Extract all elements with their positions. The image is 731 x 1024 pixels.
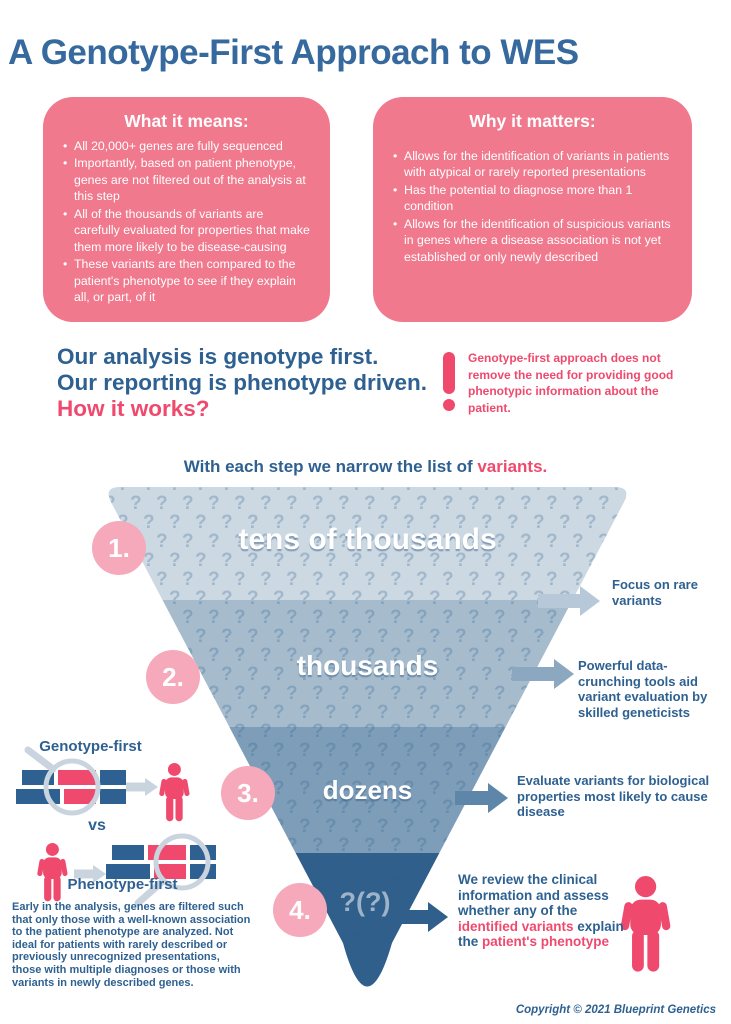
patient-person-icon [620, 876, 672, 972]
exclamation-icon [443, 352, 455, 394]
why-it-matters-box: Why it matters: Allows for the identific… [373, 97, 692, 322]
magnifier-icon [134, 833, 211, 907]
page-title: A Genotype-First Approach to WES [8, 33, 579, 73]
bullet-item: All of the thousands of variants are car… [63, 206, 310, 255]
note-segment: identified variants [458, 918, 574, 934]
phenotype-first-label: Phenotype-first [67, 876, 178, 893]
what-it-means-box: What it means: All 20,000+ genes are ful… [43, 97, 330, 322]
what-it-means-list: All 20,000+ genes are fully sequencedImp… [63, 138, 310, 306]
tier1-label: tens of thousands [238, 523, 497, 556]
comparison-description: Early in the analysis, genes are filtere… [12, 901, 251, 989]
step3-arrow-icon [455, 783, 508, 813]
step3-note: Evaluate variants for biological propert… [517, 773, 710, 819]
bullet-item: These variants are then compared to the … [63, 256, 310, 305]
why-it-matters-title: Why it matters: [469, 111, 596, 131]
step1-arrow-icon [538, 586, 600, 616]
step2-badge: 2. [146, 650, 200, 704]
funnel-heading: With each step we narrow the list of var… [0, 457, 731, 477]
tier2-label: thousands [296, 650, 439, 681]
step2-note: Powerful data-crunching tools aid varian… [578, 658, 708, 720]
bullet-item: Has the potential to diagnose more than … [393, 182, 672, 215]
statement-line-3: How it works? [57, 396, 210, 421]
bullet-item: Importantly, based on patient phenotype,… [63, 155, 310, 204]
note-segment: patient's phenotype [482, 934, 609, 949]
step1-note: Focus on rare variants [612, 577, 698, 608]
statement-block: Our analysis is genotype first. Our repo… [57, 344, 437, 422]
bullet-item: Allows for the identification of variant… [393, 148, 672, 181]
genotype-arrow-icon [126, 778, 158, 796]
statement-line-2: Our reporting is phenotype driven. [57, 370, 428, 395]
step4-note: We review the clinical information and a… [458, 872, 626, 950]
genotype-dna-bricks [16, 746, 126, 816]
funnel-heading-accent: variants. [477, 457, 548, 476]
what-it-means-title: What it means: [124, 111, 249, 131]
tier4-label: ?(?) [339, 887, 391, 917]
statement-line-1: Our analysis is genotype first. [57, 344, 379, 369]
why-it-matters-list: Allows for the identification of variant… [393, 148, 672, 265]
phenotype-arrow-icon [74, 865, 106, 883]
note-segment: We review the clinical information and a… [458, 872, 609, 918]
step4-badge: 4. [273, 883, 327, 937]
step2-arrow-icon [512, 659, 574, 689]
genotype-first-label: Genotype-first [39, 738, 142, 755]
tier3-label: dozens [322, 775, 413, 805]
phenotype-dna-bricks [106, 833, 216, 907]
bullet-item: Allows for the identification of suspici… [393, 216, 672, 265]
note-segment: explain the [458, 918, 624, 950]
warning-text: Genotype-first approach does not remove … [468, 351, 674, 415]
step3-badge: 3. [221, 766, 275, 820]
exclamation-dot-icon [443, 399, 455, 411]
step1-badge: 1. [92, 521, 146, 575]
funnel-heading-prefix: With each step we narrow the list of [183, 457, 478, 476]
bullet-item: All 20,000+ genes are fully sequenced [63, 138, 310, 155]
vs-label: vs [88, 817, 106, 834]
step4-arrow-icon [388, 902, 448, 932]
copyright-text: Copyright © 2021 Blueprint Genetics [515, 1004, 716, 1016]
magnifier-icon [24, 746, 101, 816]
